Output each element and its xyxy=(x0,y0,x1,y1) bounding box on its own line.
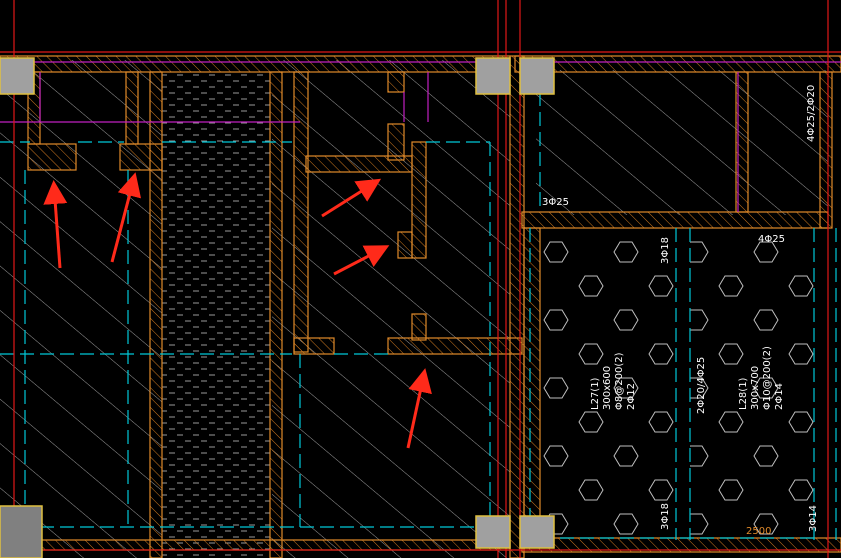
beam-l27-label: L27(1) 300x600 Φ8@200(2) 2Φ12 xyxy=(590,352,637,410)
beam-l28-line-1: L28(1) xyxy=(738,377,749,410)
magenta-lines xyxy=(0,61,841,212)
column-top-mid xyxy=(475,57,511,95)
hexagon-slab-area xyxy=(540,228,820,538)
label-3phi18-bottom: 3Φ18 xyxy=(660,503,671,530)
beam-l28-line-4: 2Φ14 xyxy=(774,383,785,410)
arrow-5 xyxy=(406,368,432,449)
column-bottom-right xyxy=(519,515,555,549)
label-mid-vertical: 2Φ20/4Φ25 xyxy=(696,357,707,414)
arrow-2 xyxy=(110,172,142,263)
beam-l28-line-2: 300x700 xyxy=(750,366,761,410)
label-4phi25: 4Φ25 xyxy=(758,234,785,245)
dimension-2500: 2500 xyxy=(746,526,771,537)
shaft-pattern-area xyxy=(162,72,270,558)
column-top-right xyxy=(519,57,555,95)
column-top-left xyxy=(0,57,35,95)
column-bottom-left xyxy=(0,505,43,558)
arrow-3 xyxy=(321,178,382,218)
beam-l27-line-3: Φ8@200(2) xyxy=(614,352,625,410)
beam-l27-line-2: 300x600 xyxy=(602,366,613,410)
annotation-arrows xyxy=(43,172,432,449)
arrow-4 xyxy=(333,245,390,276)
label-top-right-vertical: 4Φ25/2Φ20 xyxy=(806,85,817,142)
beam-l28-line-3: Φ10@200(2) xyxy=(762,346,773,410)
column-bottom-mid xyxy=(475,515,511,549)
label-3phi25: 3Φ25 xyxy=(542,197,569,208)
label-3phi14: 3Φ14 xyxy=(808,505,819,532)
label-3phi18-top: 3Φ18 xyxy=(660,237,671,264)
beam-l28-label: L28(1) 300x700 Φ10@200(2) 2Φ14 xyxy=(738,346,785,410)
beam-l27-line-1: L27(1) xyxy=(590,377,601,410)
annotation-labels: 4Φ25/2Φ20 3Φ25 4Φ25 3Φ18 3Φ18 3Φ14 2Φ20/… xyxy=(542,85,819,537)
cyan-axis-lines xyxy=(0,72,837,540)
structural-columns xyxy=(0,57,555,558)
beam-l27-line-4: 2Φ12 xyxy=(626,383,637,410)
arrow-1 xyxy=(43,180,68,269)
